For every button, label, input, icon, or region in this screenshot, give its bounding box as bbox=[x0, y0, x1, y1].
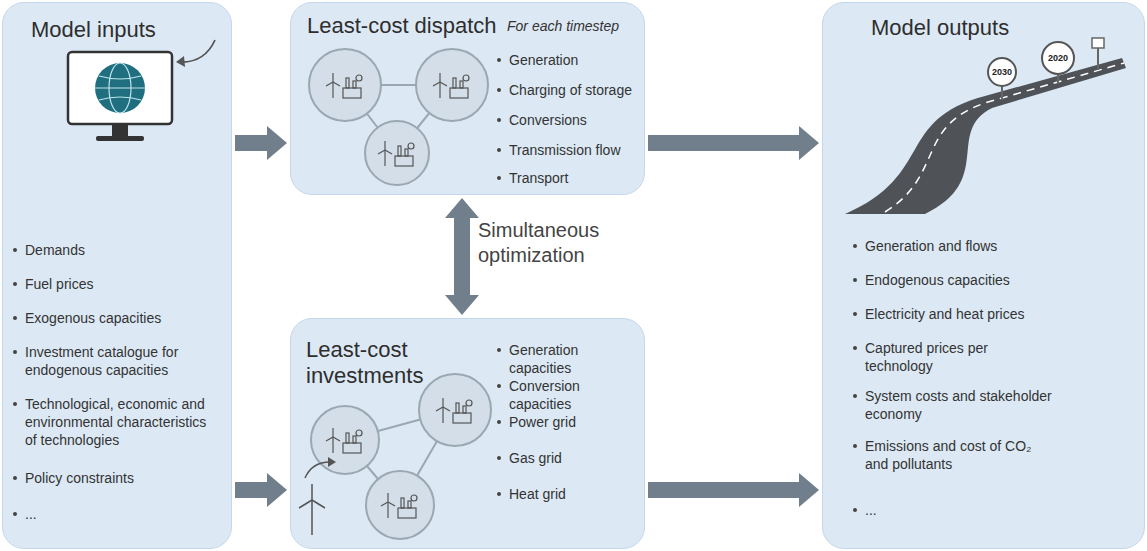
bullet-dot bbox=[497, 148, 501, 152]
sign-label: 2030 bbox=[988, 67, 1016, 77]
block-arrow bbox=[648, 473, 819, 507]
block-arrow bbox=[235, 473, 287, 507]
bullet-dot bbox=[13, 316, 17, 320]
bullet-dot bbox=[497, 456, 501, 460]
bullet-item: Charging of storage bbox=[509, 81, 635, 99]
bullet-dot bbox=[853, 444, 857, 448]
bullet-dot bbox=[497, 118, 501, 122]
network-illustration bbox=[299, 374, 491, 539]
bullet-item: Transmission flow bbox=[509, 141, 635, 159]
bullet-item: Generation and flows bbox=[865, 237, 1065, 255]
bullet-item: Heat grid bbox=[509, 485, 635, 503]
bullet-item: Emissions and cost of CO₂ and pollutants bbox=[865, 437, 1055, 473]
bullet-item: Power grid bbox=[509, 413, 635, 431]
panel-title: Model inputs bbox=[31, 17, 221, 43]
bullet-dot bbox=[13, 282, 17, 286]
bullet-dot bbox=[497, 492, 501, 496]
bullet-item: Transport bbox=[509, 169, 635, 187]
network-illustration bbox=[309, 49, 488, 185]
bullet-item: Electricity and heat prices bbox=[865, 305, 1065, 323]
bullet-item: Conversion capacities bbox=[509, 377, 635, 413]
panel-box: Least-cost investments Generation capacit… bbox=[290, 318, 645, 549]
bullet-item: Policy constraints bbox=[25, 469, 221, 487]
bullet-dot bbox=[853, 278, 857, 282]
bullet-dot bbox=[853, 346, 857, 350]
bullet-item: Exogenous capacities bbox=[25, 309, 221, 327]
bullet-dot bbox=[497, 176, 501, 180]
bullet-dot bbox=[853, 508, 857, 512]
bullet-dot bbox=[13, 350, 17, 354]
bullet-item: ... bbox=[25, 505, 221, 523]
bullet-item: Endogenous capacities bbox=[865, 271, 1065, 289]
bullet-item: Investment catalogue for endogenous capa… bbox=[25, 343, 221, 379]
bullet-dot bbox=[497, 420, 501, 424]
bullet-item: Fuel prices bbox=[25, 275, 221, 293]
panel-title: Least-cost investments bbox=[306, 337, 456, 389]
bullet-item: Technological, economic and environmenta… bbox=[25, 395, 221, 449]
bullet-dot bbox=[497, 348, 501, 352]
bullet-dot bbox=[853, 244, 857, 248]
bullet-dot bbox=[853, 312, 857, 316]
bullet-dot bbox=[497, 58, 501, 62]
bullet-dot bbox=[497, 384, 501, 388]
bullet-dot bbox=[13, 512, 17, 516]
bullet-item: Captured prices per technology bbox=[865, 339, 1055, 375]
bullet-item: System costs and stakeholder economy bbox=[865, 387, 1055, 423]
panel-box: Model outputsGeneration and flowsEndogen… bbox=[822, 2, 1145, 549]
bullet-dot bbox=[497, 88, 501, 92]
bullet-dot bbox=[13, 402, 17, 406]
panel-box: Least-cost dispatchFor each timestepGene… bbox=[290, 2, 645, 195]
bullet-item: Generation capacities bbox=[509, 341, 635, 377]
panel-note: For each timestep bbox=[507, 17, 635, 35]
bullet-dot bbox=[13, 248, 17, 252]
bullet-dot bbox=[13, 476, 17, 480]
panel-box: Model inputsDemandsFuel pricesExogenous … bbox=[2, 2, 232, 549]
bullet-item: Gas grid bbox=[509, 449, 635, 467]
roadmap-illustration bbox=[845, 38, 1126, 214]
block-arrow bbox=[445, 198, 479, 315]
bullet-item: Generation bbox=[509, 51, 635, 69]
block-arrow bbox=[235, 126, 287, 160]
panel-title: Model outputs bbox=[871, 15, 1091, 41]
monitor-icon bbox=[68, 40, 215, 141]
bullet-dot bbox=[853, 394, 857, 398]
panel-title: Least-cost dispatch bbox=[307, 13, 503, 39]
block-arrow bbox=[648, 126, 819, 160]
sign-label: 2020 bbox=[1044, 53, 1072, 63]
bullet-item: Conversions bbox=[509, 111, 635, 129]
bullet-item: Demands bbox=[25, 241, 221, 259]
edge-label: Simultaneous optimization bbox=[478, 218, 638, 268]
bullet-item: ... bbox=[865, 501, 1055, 519]
